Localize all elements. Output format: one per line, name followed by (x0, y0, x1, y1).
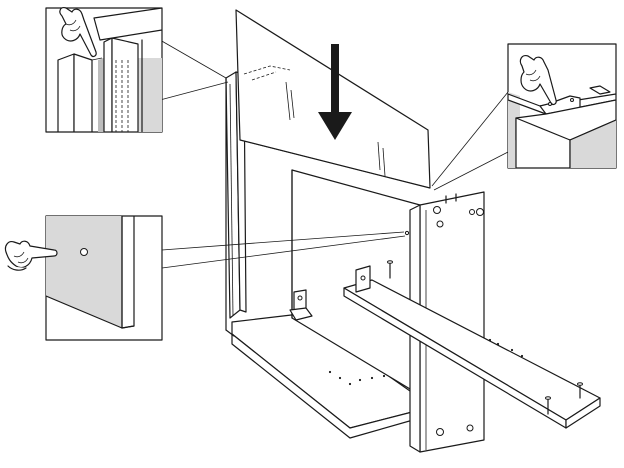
down-arrow-icon (318, 44, 352, 140)
callout-middle-left (45, 215, 163, 341)
cabinet-assembly (225, 9, 601, 453)
shelf-holes (488, 338, 524, 358)
corner-bracket (289, 289, 313, 321)
pre-drilled-hole (80, 248, 88, 256)
shelf-pin-holes (328, 370, 386, 386)
callout-leaders (159, 39, 509, 269)
callout-top-left (45, 7, 163, 133)
pointing-hand-icon (59, 7, 97, 58)
pointing-hand-icon (519, 55, 574, 106)
callout-top-right (507, 43, 617, 169)
shelf-board (343, 260, 601, 429)
pointing-hand-icon (4, 240, 58, 271)
